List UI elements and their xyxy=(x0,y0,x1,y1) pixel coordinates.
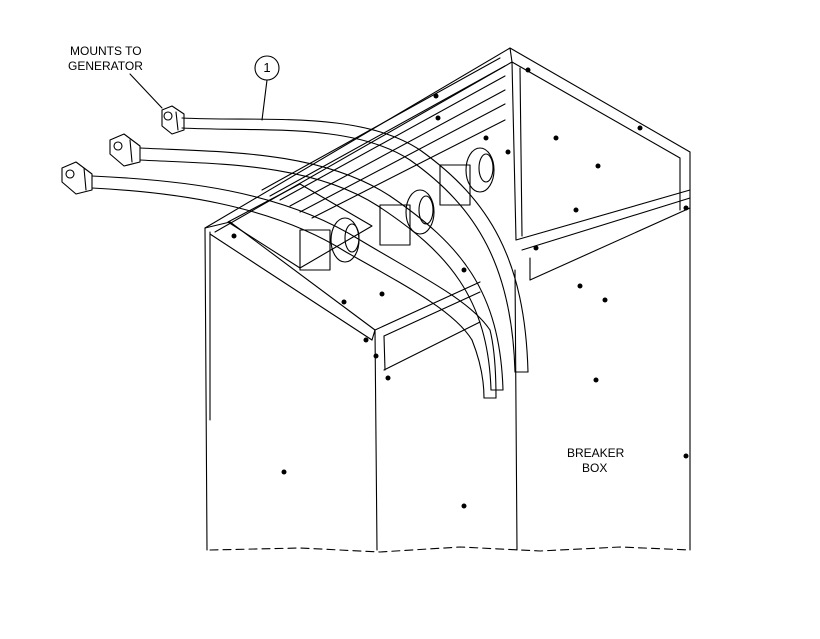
callout-circle xyxy=(255,56,279,80)
cut-line xyxy=(210,547,690,552)
front-box xyxy=(205,184,517,550)
callout-number: 1 xyxy=(263,60,271,75)
mounts-label-line1: MOUNTS TO xyxy=(70,44,142,58)
breaker-label-line2: BOX xyxy=(582,461,608,475)
cables xyxy=(62,106,528,398)
leaders xyxy=(130,56,279,120)
bolts xyxy=(231,67,689,509)
breaker-label-line1: BREAKER xyxy=(567,446,625,460)
rear-box xyxy=(205,48,690,550)
mounts-label-line2: GENERATOR xyxy=(68,59,143,73)
